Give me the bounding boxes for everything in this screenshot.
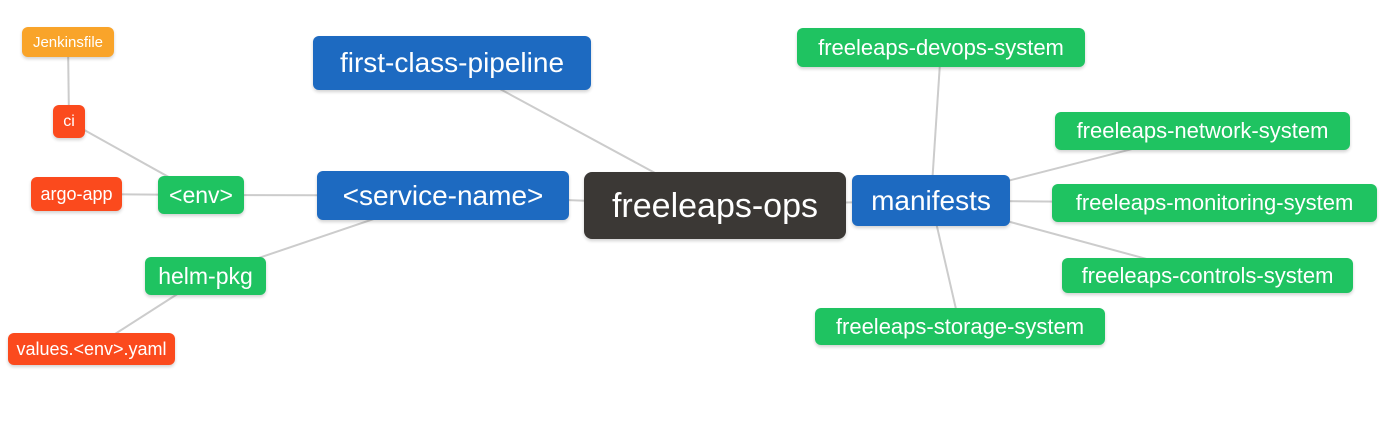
node-argo-app[interactable]: argo-app <box>31 177 122 211</box>
node-network[interactable]: freeleaps-network-system <box>1055 112 1350 150</box>
node-label: freeleaps-devops-system <box>818 34 1064 60</box>
node-label: helm-pkg <box>158 262 253 289</box>
node-label: manifests <box>871 184 991 216</box>
node-label: ci <box>63 112 75 130</box>
node-monitoring[interactable]: freeleaps-monitoring-system <box>1052 184 1377 222</box>
node-pipeline[interactable]: first-class-pipeline <box>313 36 591 90</box>
node-ci[interactable]: ci <box>53 105 85 138</box>
node-label: values.<env>.yaml <box>16 339 167 359</box>
node-label: <env> <box>169 181 233 208</box>
node-ops[interactable]: freeleaps-ops <box>584 172 846 239</box>
node-label: <service-name> <box>342 179 544 211</box>
node-label: argo-app <box>40 184 113 204</box>
node-manifests[interactable]: manifests <box>852 175 1010 226</box>
node-jenkinsfile[interactable]: Jenkinsfile <box>22 27 114 57</box>
node-label: freeleaps-storage-system <box>835 313 1085 339</box>
node-controls[interactable]: freeleaps-controls-system <box>1062 258 1353 293</box>
node-label: freeleaps-ops <box>611 186 818 225</box>
node-service[interactable]: <service-name> <box>317 171 569 220</box>
node-label: Jenkinsfile <box>32 33 104 51</box>
node-storage[interactable]: freeleaps-storage-system <box>815 308 1105 345</box>
node-label: first-class-pipeline <box>339 47 565 78</box>
node-label: freeleaps-controls-system <box>1081 262 1334 288</box>
node-values-yaml[interactable]: values.<env>.yaml <box>8 333 175 365</box>
node-label: freeleaps-network-system <box>1076 118 1329 143</box>
node-devops[interactable]: freeleaps-devops-system <box>797 28 1085 67</box>
node-label: freeleaps-monitoring-system <box>1075 190 1354 215</box>
node-helm-pkg[interactable]: helm-pkg <box>145 257 266 295</box>
node-env[interactable]: <env> <box>158 176 244 214</box>
